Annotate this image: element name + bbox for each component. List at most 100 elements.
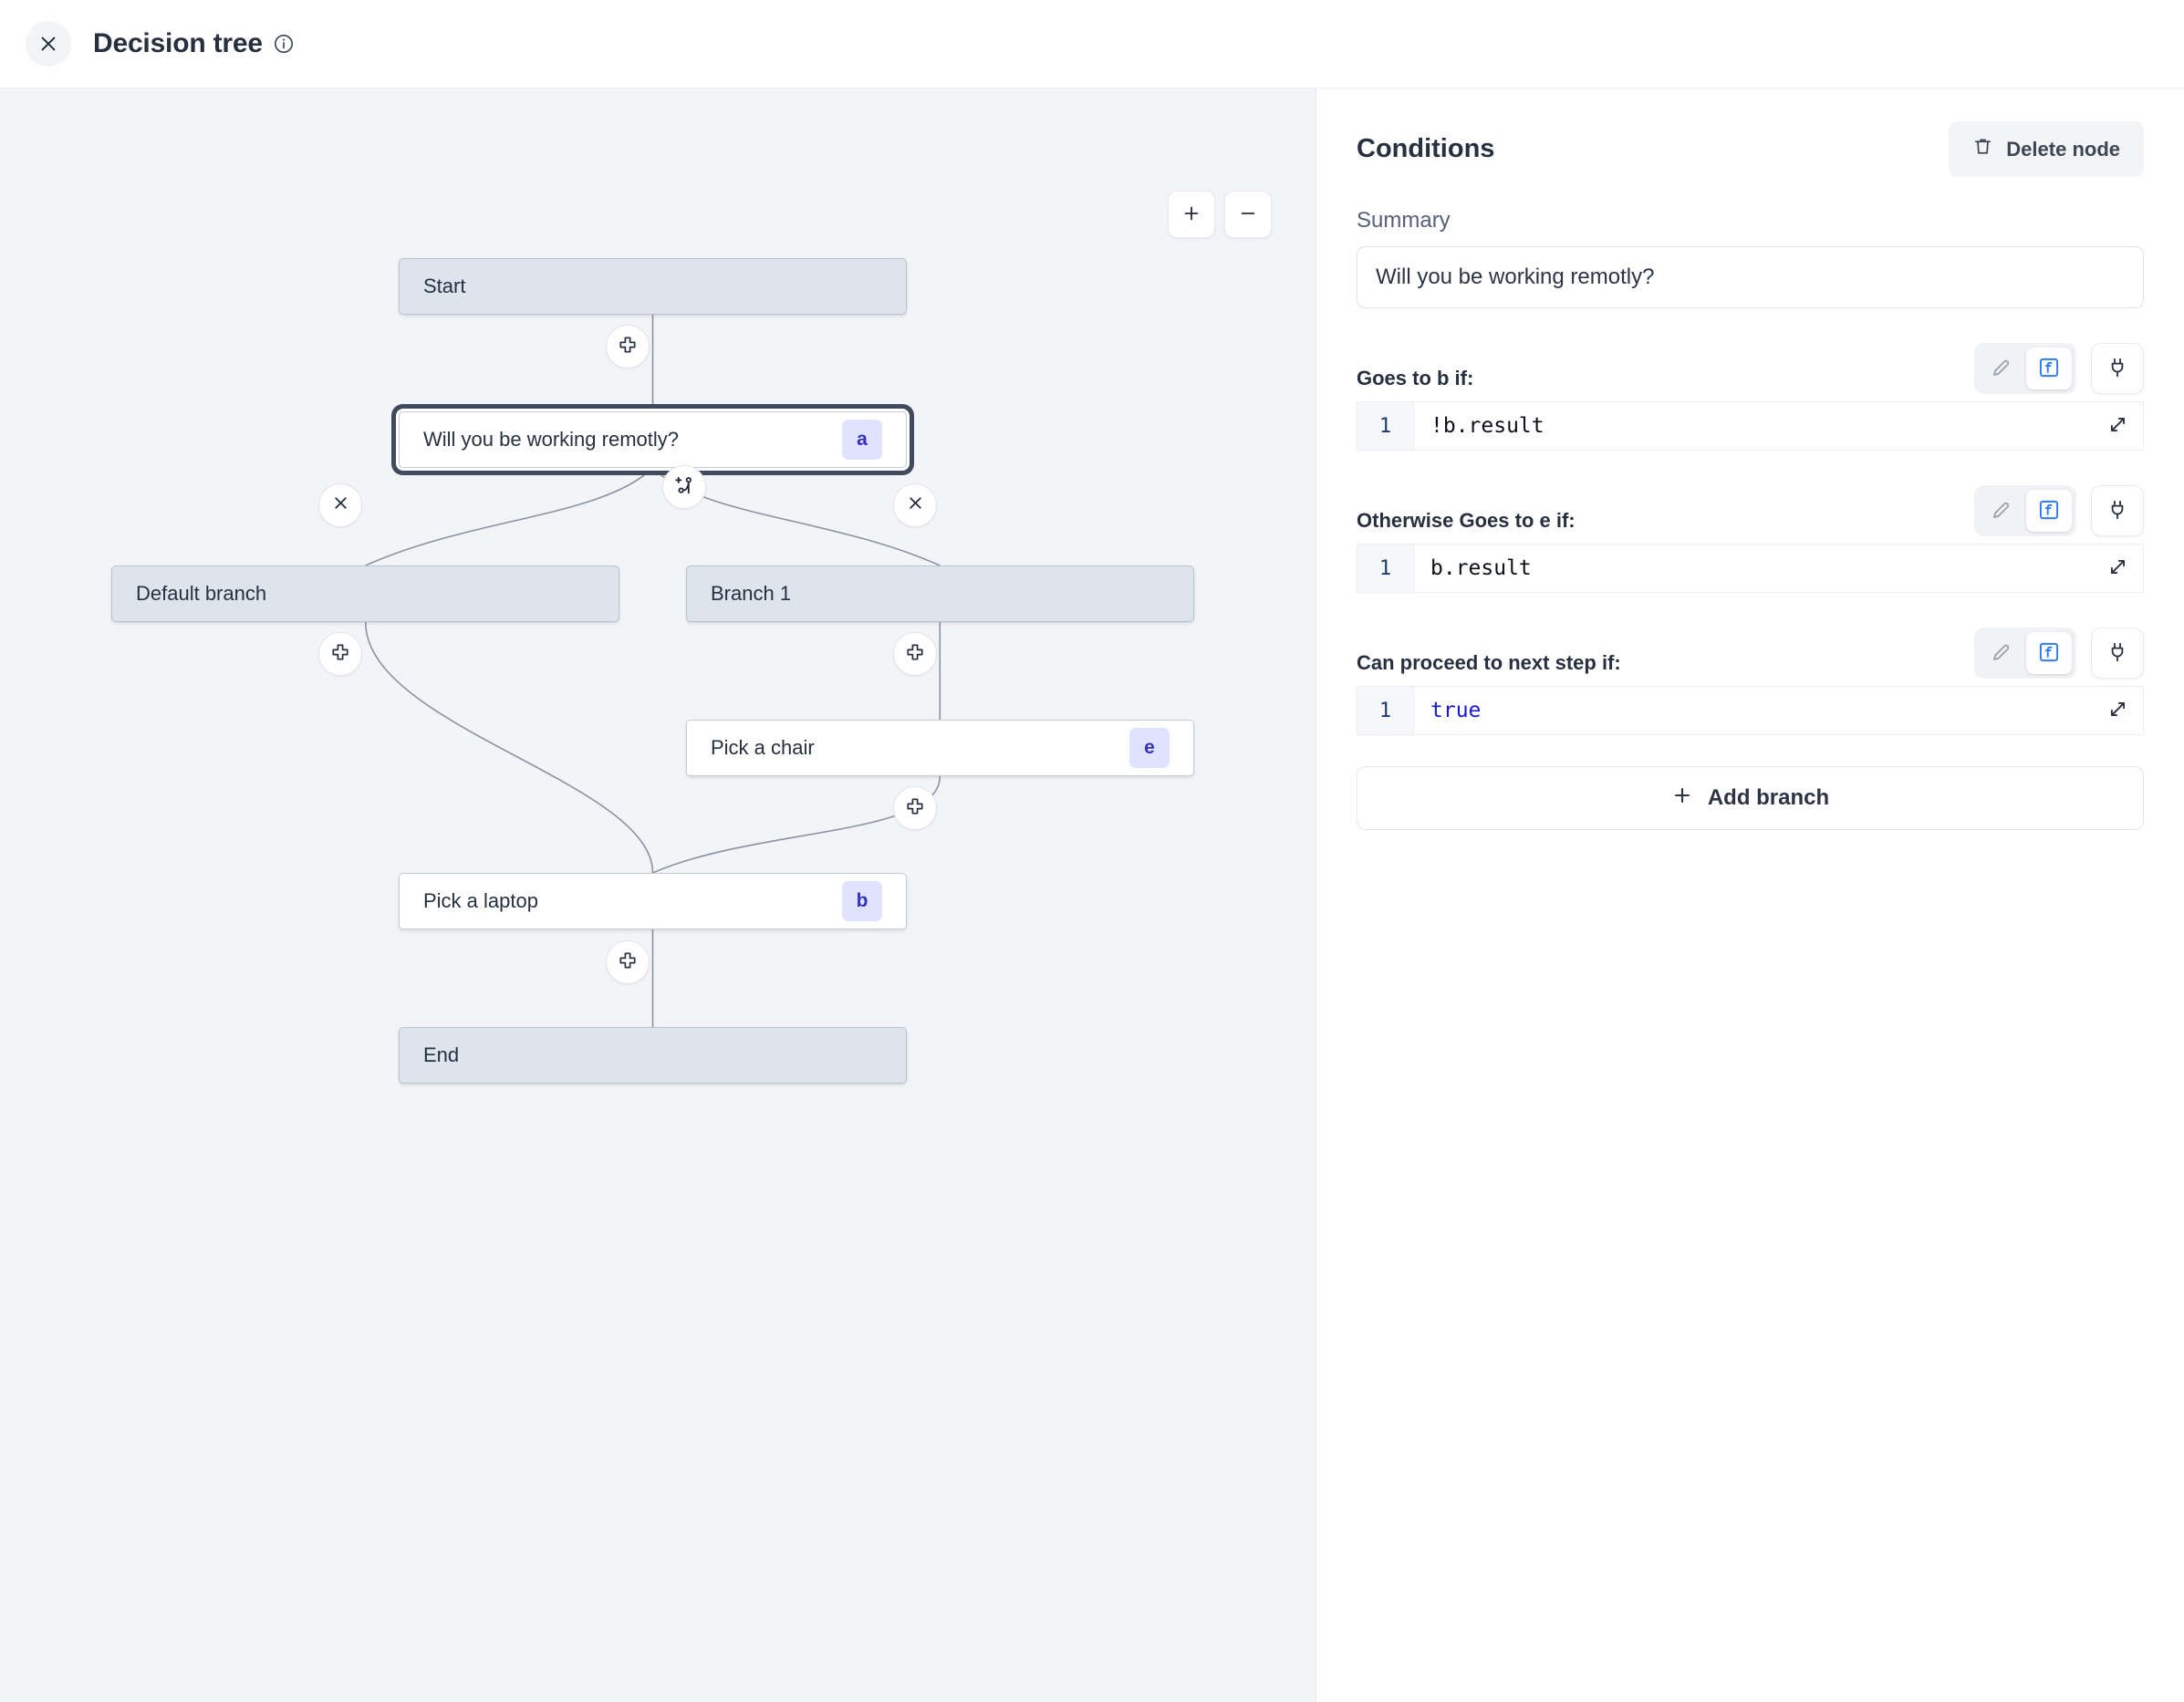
pencil-icon [1990,356,2013,382]
close-button[interactable] [26,21,71,67]
flow-node-b[interactable]: Pick a laptop b [399,873,907,929]
plus-node-icon [617,334,639,360]
code-editor-row[interactable]: 1 !b.result [1357,401,2144,451]
flow-node-end[interactable]: End [399,1027,907,1084]
expand-editor-button[interactable] [2097,548,2137,588]
node-label: Will you be working remotly? [423,428,679,451]
delete-node-button[interactable]: Delete node [1949,121,2144,177]
editor-mode-toggle [1974,485,2076,536]
connect-plug-button[interactable] [2091,343,2144,394]
node-label: Branch 1 [711,582,792,605]
flow-handle-h-b-end[interactable] [606,940,650,984]
function-mode-button[interactable] [2026,348,2072,389]
plus-node-icon [904,641,926,668]
panel-title: Conditions [1357,134,1495,163]
plus-node-icon [329,641,351,668]
plug-icon [2106,357,2128,381]
flow-handle-h-branch1-e[interactable] [893,632,937,676]
summary-label: Summary [1357,208,1451,233]
add-branch-button[interactable]: Add branch [1357,766,2144,830]
code-expression[interactable]: b.result [1430,556,1532,580]
condition-header: Otherwise Goes to e if: [1357,480,2144,536]
function-icon [2037,498,2061,524]
app-header: Decision tree [0,0,2184,88]
code-editor-row[interactable]: 1 true [1357,686,2144,735]
condition-tools [1974,343,2144,394]
pencil-mode-button[interactable] [1979,632,2024,674]
flow-node-branch1[interactable]: Branch 1 [686,566,1194,622]
flow-node-default[interactable]: Default branch [111,566,619,622]
code-editor-row[interactable]: 1 b.result [1357,544,2144,593]
expand-diagonal-icon [2108,415,2127,437]
condition-tools [1974,485,2144,536]
condition-header: Goes to b if: [1357,337,2144,394]
flow-handle-h-del-branch1[interactable] [893,483,937,527]
function-mode-button[interactable] [2026,490,2072,532]
node-label: Pick a laptop [423,889,538,912]
code-expression[interactable]: true [1430,699,1482,722]
add-branch-label: Add branch [1707,785,1830,810]
git-branch-plus-icon [673,474,695,501]
node-label: End [423,1043,460,1066]
expand-diagonal-icon [2108,700,2127,721]
pencil-icon [1990,640,2013,667]
plus-icon [1671,784,1693,813]
code-line-number: 1 [1357,545,1414,592]
close-icon [38,34,58,54]
pencil-mode-button[interactable] [1979,348,2024,389]
function-icon [2037,356,2061,382]
connect-plug-button[interactable] [2091,485,2144,536]
flow-node-start[interactable]: Start [399,258,907,315]
zoom-in-button[interactable] [1168,191,1215,238]
plug-icon [2106,499,2128,524]
summary-input[interactable] [1357,246,2144,308]
connect-plug-button[interactable] [2091,628,2144,679]
zoom-controls [1168,191,1272,238]
page-title: Decision tree [93,28,263,58]
function-mode-button[interactable] [2026,632,2072,674]
node-label: Start [423,275,466,297]
expand-editor-button[interactable] [2097,690,2137,731]
condition-block: Can proceed to next step if: [1357,622,2144,735]
flow-handle-h-add-branch[interactable] [662,465,706,509]
close-icon [906,493,925,517]
zoom-out-button[interactable] [1224,191,1272,238]
flow-handle-h-start-a[interactable] [606,325,650,368]
minus-icon [1238,203,1258,226]
condition-title: Goes to b if: [1357,367,1474,389]
code-expression[interactable]: !b.result [1430,414,1544,438]
flow-handle-h-default-b[interactable] [318,632,362,676]
code-line-number: 1 [1357,402,1414,450]
panel-header: Conditions Delete node [1357,121,2144,177]
flow-handle-h-e-b[interactable] [893,786,937,830]
editor-mode-toggle [1974,343,2076,394]
editor-mode-toggle [1974,628,2076,679]
condition-block: Otherwise Goes to e if: [1357,480,2144,593]
trash-icon [1972,136,1993,162]
node-badge: a [842,420,882,460]
conditions-list: Goes to b if: [1357,337,2144,735]
plug-icon [2106,641,2128,666]
plus-node-icon [904,795,926,822]
condition-header: Can proceed to next step if: [1357,622,2144,679]
function-icon [2037,640,2061,667]
node-label: Pick a chair [711,736,815,759]
pencil-mode-button[interactable] [1979,490,2024,532]
node-badge: b [842,881,882,921]
flow-handle-h-del-default[interactable] [318,483,362,527]
plus-icon [1181,203,1201,226]
pencil-icon [1990,498,2013,524]
expand-editor-button[interactable] [2097,406,2137,446]
node-badge: e [1129,728,1170,768]
code-line-number: 1 [1357,687,1414,734]
condition-title: Can proceed to next step if: [1357,651,1621,674]
expand-diagonal-icon [2108,557,2127,579]
info-circle-icon[interactable] [273,33,295,55]
close-icon [331,493,350,517]
conditions-panel: Conditions Delete node Summary Goes to [1316,88,2184,1702]
condition-block: Goes to b if: [1357,337,2144,451]
flow-node-a[interactable]: Will you be working remotly? a [399,411,907,468]
flow-node-e[interactable]: Pick a chair e [686,720,1194,776]
